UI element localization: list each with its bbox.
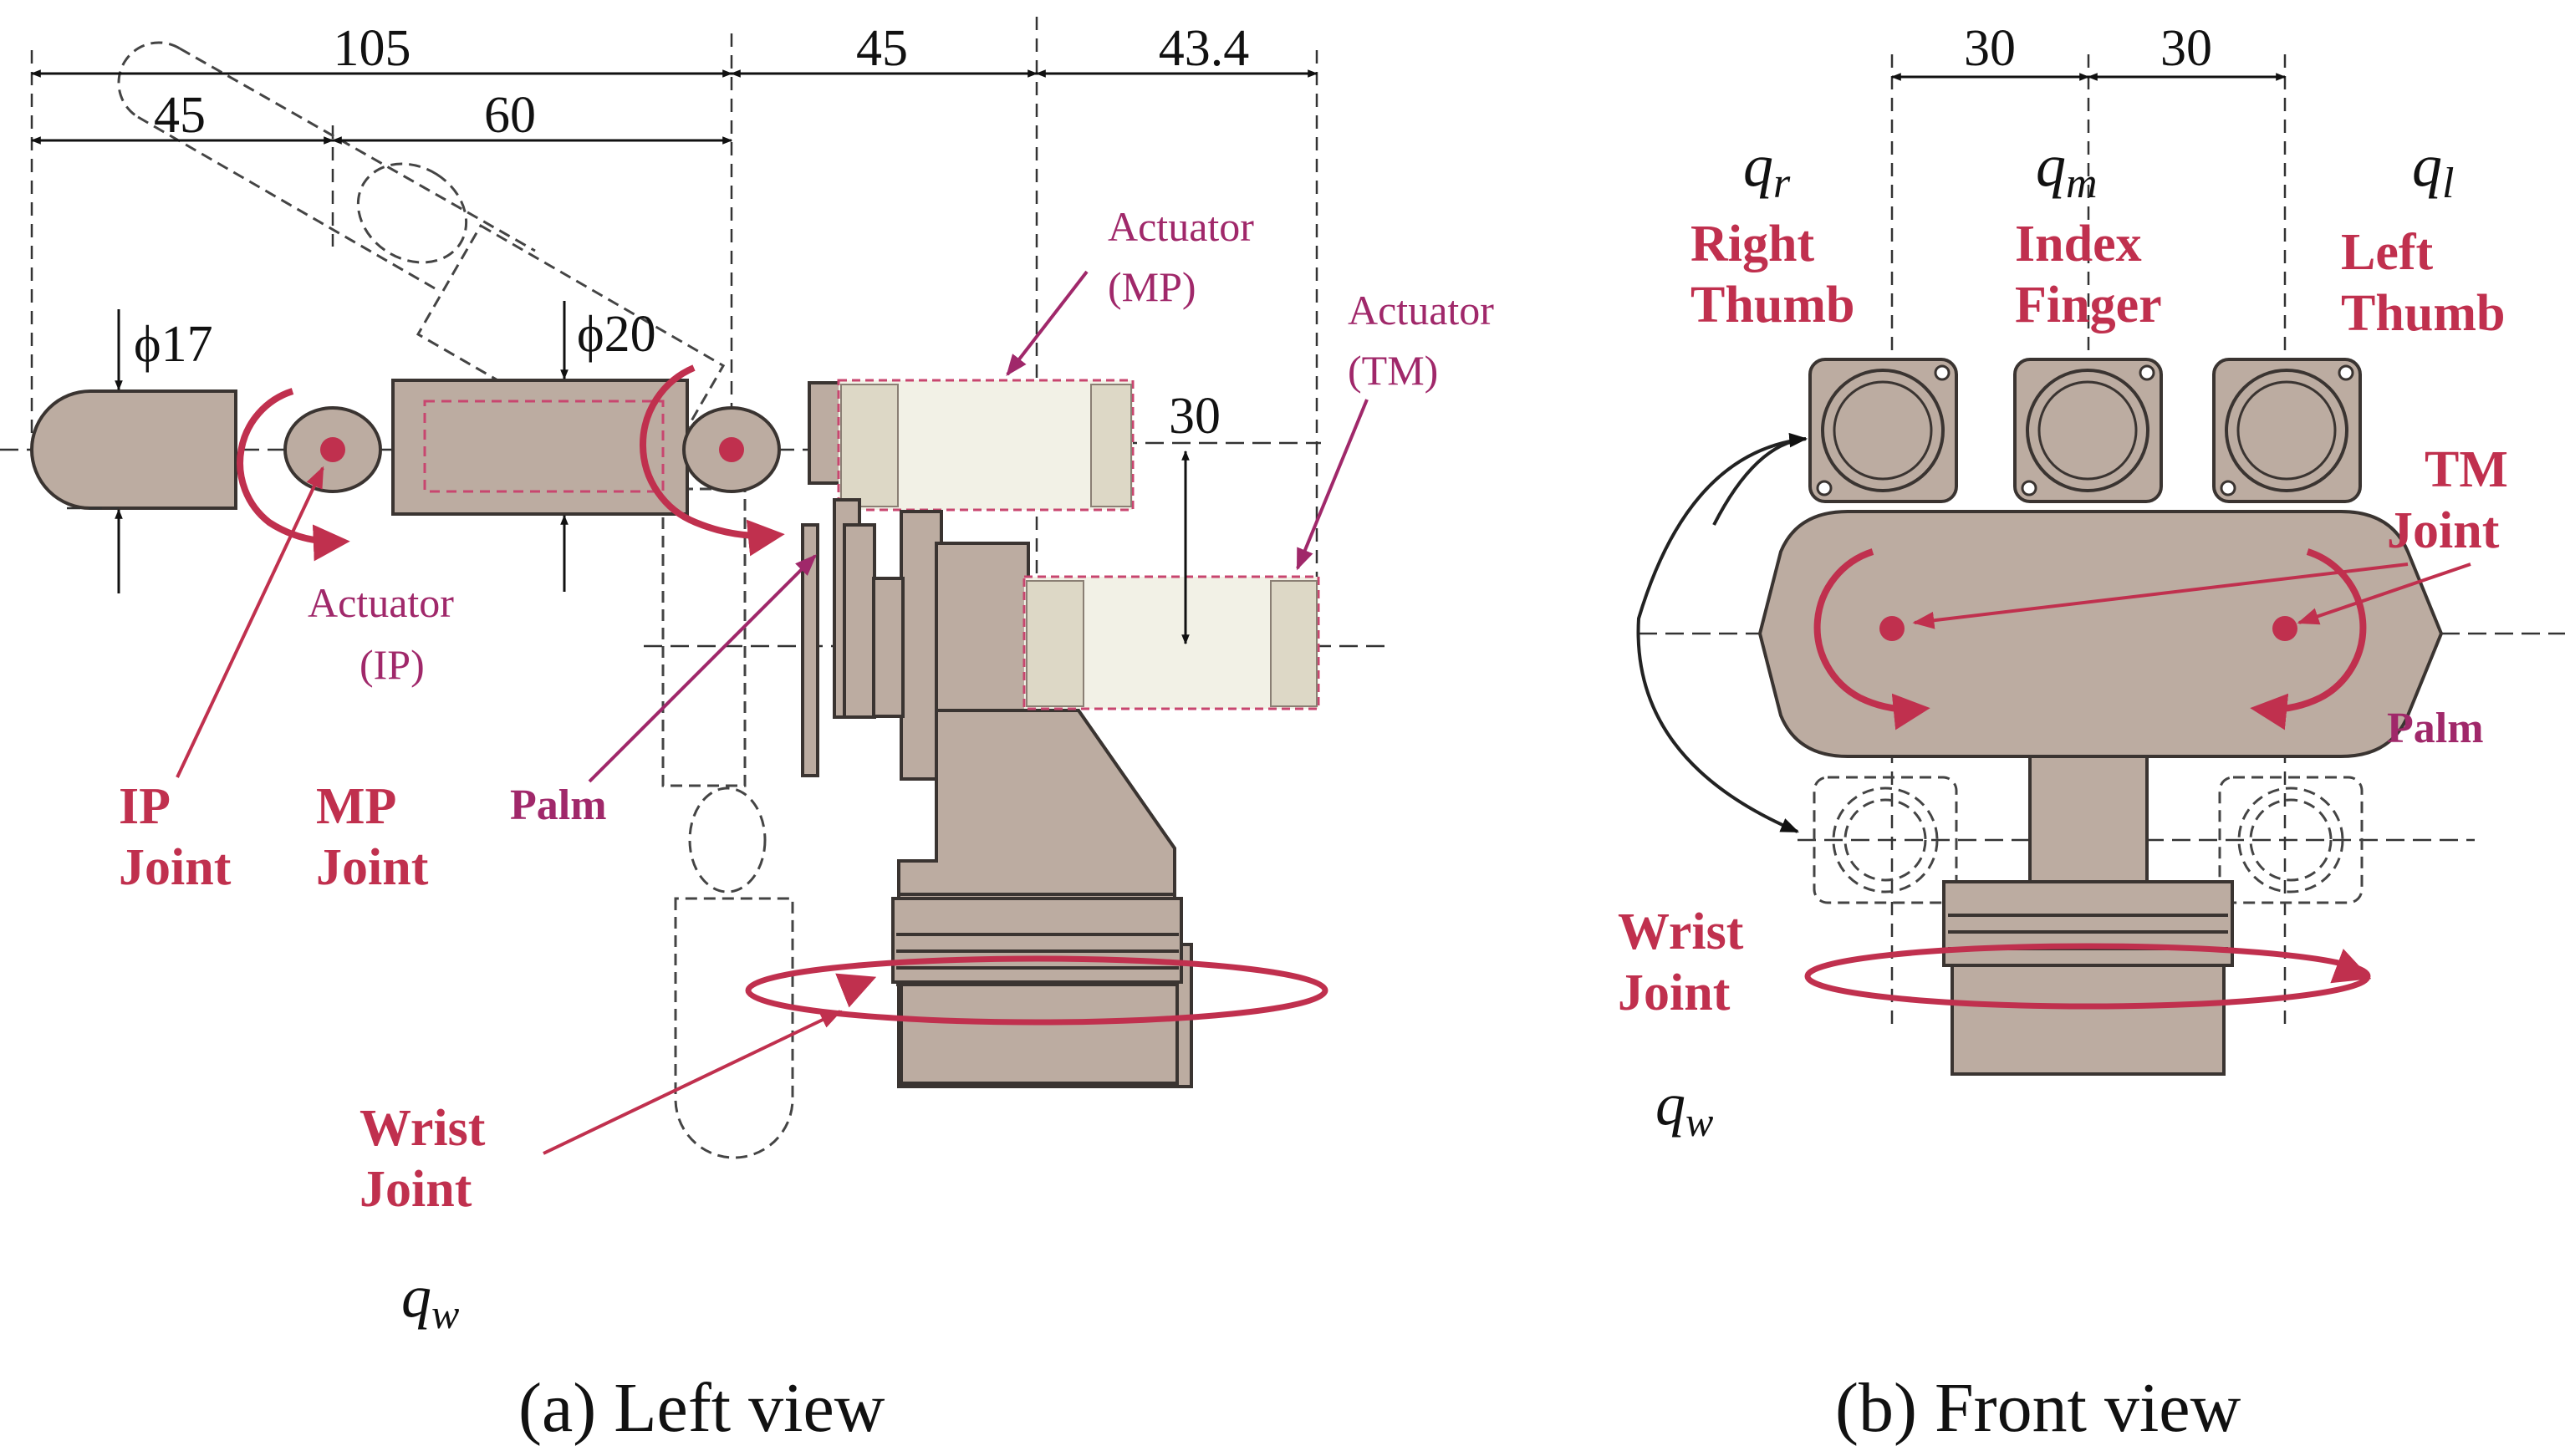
ip-rotation-arrow bbox=[237, 388, 350, 562]
ghost-lower-thumb bbox=[661, 487, 794, 1159]
label-actuator-ip-line2: (IP) bbox=[360, 641, 425, 688]
left-view: 105 45 60 45 43.4 ϕ17 ϕ20 30 Actuator (I… bbox=[0, 17, 1494, 1447]
label-mp-joint-line2: Joint bbox=[316, 839, 429, 896]
motor-index-finger bbox=[2013, 358, 2163, 503]
label-actuator-tm-line1: Actuator bbox=[1348, 287, 1494, 333]
dim-45-ip: 45 bbox=[154, 87, 206, 144]
label-tm-joint-line2: Joint bbox=[2387, 502, 2500, 559]
tm-actuator bbox=[1022, 575, 1320, 710]
dim-43-4: 43.4 bbox=[1159, 20, 1250, 77]
ghost-motor-left bbox=[2218, 776, 2364, 904]
ghost-motor-right bbox=[1813, 776, 1958, 904]
dim-60: 60 bbox=[484, 87, 536, 144]
motor-right-thumb bbox=[1808, 358, 1958, 503]
tm-rotation-arrow-right bbox=[1813, 548, 1930, 731]
label-wrist-joint-left-line2: Joint bbox=[360, 1161, 472, 1218]
label-mp-joint-line1: MP bbox=[316, 778, 396, 835]
dim-phi17: ϕ17 bbox=[134, 316, 213, 373]
var-ql: ql bbox=[2412, 132, 2454, 207]
caption-front-view: (b) Front view bbox=[1835, 1369, 2241, 1447]
wrist-base bbox=[1951, 964, 2226, 1076]
caption-left-view: (a) Left view bbox=[518, 1369, 885, 1447]
label-palm-left: Palm bbox=[510, 781, 607, 829]
palm-body bbox=[1757, 510, 2444, 758]
label-ip-joint-line2: Joint bbox=[119, 839, 232, 896]
label-left-thumb-line2: Thumb bbox=[2341, 285, 2505, 342]
tm-joint-dot-right bbox=[1879, 616, 1905, 641]
label-tm-joint-line1: TM bbox=[2425, 441, 2508, 498]
var-qr: qr bbox=[1743, 132, 1791, 207]
label-index-finger-line1: Index bbox=[2015, 216, 2142, 272]
label-wrist-joint-left-line1: Wrist bbox=[360, 1100, 486, 1157]
label-wrist-joint-front-line2: Joint bbox=[1618, 965, 1731, 1021]
label-actuator-tm-line2: (TM) bbox=[1348, 347, 1438, 394]
dim-105: 105 bbox=[334, 20, 411, 77]
fingertip-link bbox=[29, 389, 237, 510]
label-actuator-mp-line2: (MP) bbox=[1108, 263, 1196, 310]
mp-rotation-arrow bbox=[640, 364, 785, 557]
wrist-column bbox=[2028, 755, 2149, 883]
mp-joint-dot bbox=[719, 437, 744, 462]
tm-joint-dot-left bbox=[2272, 616, 2297, 641]
dim-30-front-a: 30 bbox=[1964, 20, 2016, 77]
mp-actuator bbox=[837, 379, 1135, 512]
front-view: 30 30 qr qm ql qw Right Thumb Index Fing… bbox=[1618, 20, 2565, 1447]
var-qm: qm bbox=[2036, 132, 2098, 207]
label-ip-joint-line1: IP bbox=[119, 778, 171, 835]
thumb-swing-arrow bbox=[1636, 437, 1807, 833]
dim-phi20: ϕ20 bbox=[577, 306, 656, 363]
var-qw-front: qw bbox=[1655, 1071, 1713, 1145]
ghost-rotated-finger bbox=[117, 41, 726, 476]
wrist-collar bbox=[1942, 880, 2234, 967]
motor-left-thumb bbox=[2212, 358, 2362, 503]
dim-30-left: 30 bbox=[1169, 388, 1221, 445]
wrist-rotation-ellipse bbox=[745, 955, 1328, 1026]
var-qw-left: qw bbox=[401, 1263, 459, 1337]
label-wrist-joint-front-line1: Wrist bbox=[1618, 904, 1744, 960]
dim-45-mp: 45 bbox=[856, 20, 908, 77]
label-index-finger-line2: Finger bbox=[2015, 277, 2162, 333]
dim-30-front-b: 30 bbox=[2160, 20, 2212, 77]
ip-joint-dot bbox=[320, 437, 345, 462]
label-right-thumb-line2: Thumb bbox=[1690, 277, 1854, 333]
label-left-thumb-line1: Left bbox=[2341, 224, 2434, 281]
label-actuator-mp-line1: Actuator bbox=[1108, 203, 1254, 250]
label-right-thumb-line1: Right bbox=[1690, 216, 1814, 272]
label-palm-front: Palm bbox=[2387, 705, 2484, 752]
label-actuator-ip-line1: Actuator bbox=[308, 579, 454, 626]
